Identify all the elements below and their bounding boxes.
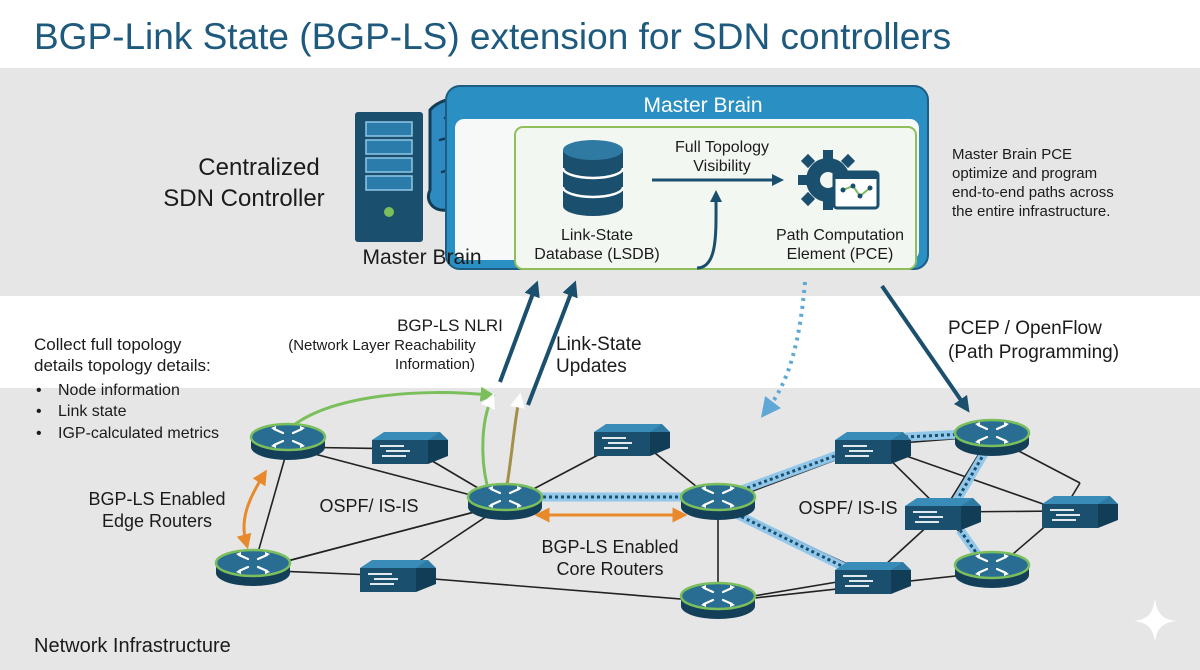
edge-routers-label-line2: Edge Routers — [102, 511, 212, 531]
pce-note-line3: end-to-end paths across — [952, 184, 1114, 201]
lsdb-label-line2: Database (LSDB) — [534, 246, 659, 263]
nlri-label-line3: Information) — [395, 356, 475, 373]
server-label: Master Brain — [362, 246, 481, 269]
bullet-dot: • — [36, 382, 42, 399]
pcep-arrow — [880, 284, 970, 413]
pce-note-line4: the entire infrastructure. — [952, 203, 1110, 220]
pcep-label-line1: PCEP / OpenFlow — [948, 318, 1102, 339]
updates-label-line1: Link-State — [556, 334, 642, 355]
ospf-right-label: OSPF/ IS-IS — [798, 498, 897, 518]
edge-router-icon — [249, 422, 327, 462]
switch-icon — [904, 497, 982, 531]
pcep-label-line2: (Path Programming) — [948, 342, 1119, 363]
bullet-dot: • — [36, 403, 42, 420]
collect-label-line1: Collect full topology — [34, 335, 182, 354]
database-icon — [561, 140, 625, 216]
pce-dotted-arrow — [760, 281, 807, 418]
lsdb-to-pce-arrow — [696, 190, 723, 270]
collect-bullet-metrics: IGP-calculated metrics — [58, 425, 219, 442]
nlri-label-line2: (Network Layer Reachability — [288, 337, 476, 354]
pce-gear-icon — [798, 150, 880, 210]
switch-icon — [1041, 495, 1119, 529]
router-icon — [953, 418, 1031, 458]
edge-routers-label-line1: BGP-LS Enabled — [88, 489, 225, 509]
controller-label-line2: SDN Controller — [163, 185, 324, 212]
switch-icon — [359, 559, 437, 593]
switch-icon — [834, 431, 912, 465]
switch-icon — [834, 561, 912, 595]
controller-label-line1: Centralized — [198, 154, 319, 181]
updates-label-line2: Updates — [556, 356, 627, 377]
pce-note-line2: optimize and program — [952, 165, 1097, 182]
bullet-dot: • — [36, 425, 42, 442]
core-routers-label-line1: BGP-LS Enabled — [541, 537, 678, 557]
master-brain-box-title: Master Brain — [643, 94, 762, 117]
pce-label-line2: Element (PCE) — [787, 246, 894, 263]
collect-label-line2: details topology details: — [34, 356, 211, 375]
core-to-updates-arrow — [505, 392, 525, 486]
server-icon — [355, 112, 423, 242]
edge-routers-arrow — [236, 469, 267, 550]
pce-label-line1: Path Computation — [776, 227, 904, 244]
switch-icon — [593, 423, 671, 457]
sparkle-icon — [1134, 598, 1176, 642]
switch-icon — [371, 431, 449, 465]
lsdb-label-line1: Link-State — [561, 227, 633, 244]
page-title: BGP-Link State (BGP-LS) extension for SD… — [34, 16, 952, 57]
pce-note-line1: Master Brain PCE — [952, 146, 1072, 163]
nlri-label-line1: BGP-LS NLRI — [397, 316, 503, 335]
signaling-band — [0, 296, 1200, 388]
edge-to-nlri-arrow — [289, 386, 496, 430]
updates-arrow — [526, 280, 578, 406]
core-router-icon — [679, 482, 757, 522]
visibility-label-line1: Full Topology — [675, 139, 769, 156]
core-routers-label-line2: Core Routers — [556, 559, 663, 579]
core-router-icon — [466, 482, 544, 522]
collect-bullet-node: Node information — [58, 382, 180, 399]
collect-bullet-link: Link state — [58, 403, 127, 420]
visibility-label-line2: Visibility — [693, 158, 751, 175]
router-icon — [953, 550, 1031, 590]
edge-router-icon — [214, 548, 292, 588]
nlri-arrow — [498, 280, 540, 383]
ospf-left-label: OSPF/ IS-IS — [319, 496, 418, 516]
router-icon — [679, 581, 757, 621]
core-to-nlri-arrow — [481, 393, 495, 486]
infrastructure-label: Network Infrastructure — [34, 635, 231, 657]
